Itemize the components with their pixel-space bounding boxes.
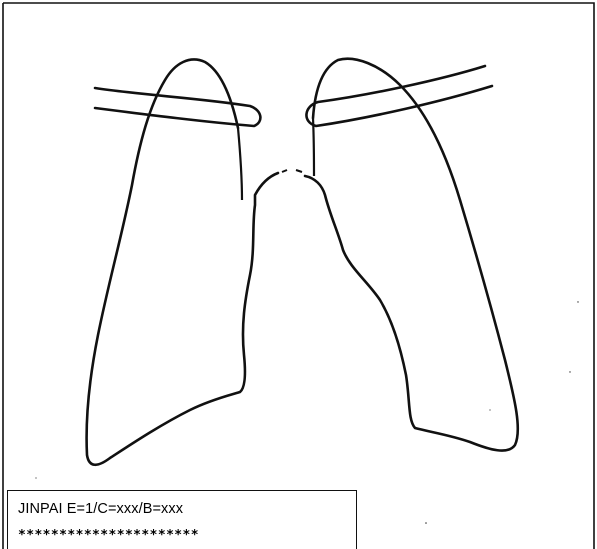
trachea-left-mark (282, 170, 287, 172)
trachea-right-mark (296, 170, 302, 172)
caption-line-1: JINPAI E=1/C=xxx/B=xxx (18, 501, 183, 517)
right-lung-mediastinal-edge (238, 128, 242, 200)
left-lung-outline (305, 59, 518, 451)
right-lung-outline (87, 59, 278, 464)
right-clavicle (306, 66, 492, 126)
image-caption-box: JINPAI E=1/C=xxx/B=xxx *****************… (7, 490, 357, 549)
page-border (3, 3, 594, 549)
caption-line-2: ********************** (18, 528, 199, 543)
left-lung-mediastinal-edge (313, 118, 314, 176)
